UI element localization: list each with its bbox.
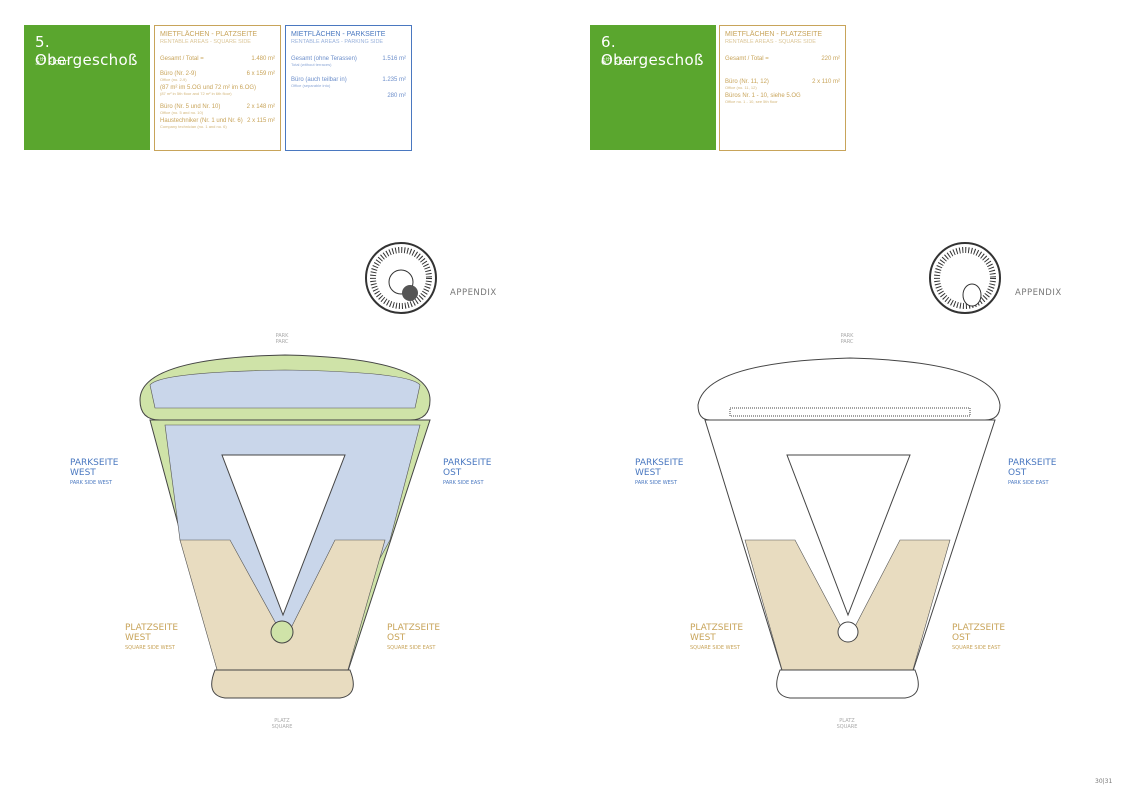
heading: MIETFLÄCHEN - PARKSEITE [291, 31, 386, 38]
floor-subtitle: 6th Floor [601, 57, 634, 67]
heading: MIETFLÄCHEN - PLATZSEITE [725, 31, 823, 38]
area-label-group: Gesamt (ohne Terassen)Total (without ter… [291, 56, 378, 67]
floor-title-panel-6: 6. Obergeschoß 6th Floor [590, 25, 716, 150]
area-label: Büro (Nr. 2-9) [160, 70, 197, 77]
area-label-en: Total (without terraces) [291, 61, 332, 67]
appendix-label: APPENDIX [1015, 288, 1062, 298]
square-side-areas-5: MIETFLÄCHEN - PLATZSEITE RENTABLE AREAS … [154, 25, 281, 151]
area-label-en: Office (no. 11, 12) [725, 84, 757, 90]
area-row: Gesamt (ohne Terassen)Total (without ter… [291, 56, 406, 67]
floor-plan-6 [697, 357, 1001, 699]
area-value: 280 m² [387, 92, 406, 99]
area-value: 2 x 115 m² [247, 118, 275, 125]
area-label-en: Office (no. 2-9) [160, 76, 187, 82]
area-label-en: (87 m² in 5th floor and 72 m² in 6th flo… [160, 91, 232, 97]
area-label-group: Gesamt / Total = [725, 56, 817, 63]
area-row: Büro (Nr. 5 und Nr. 10)Office (no. 5 and… [160, 104, 275, 115]
area-row: Gesamt / Total = 220 m² [725, 56, 840, 63]
floor-plan-5 [139, 354, 431, 699]
area-label-group: Büro (Nr. 5 und Nr. 10)Office (no. 5 and… [160, 104, 243, 115]
parking-side-areas-5: MIETFLÄCHEN - PARKSEITE RENTABLE AREAS -… [285, 25, 412, 151]
area-label: Büro (Nr. 11, 12) [725, 78, 769, 85]
area-row: Büro (auch teilbar in)Office (separable … [291, 77, 406, 88]
subheading: RENTABLE AREAS - PARKING SIDE [291, 39, 384, 45]
area-row: 280 m² [291, 93, 406, 100]
floor-title: 5. Obergeschoß [35, 33, 138, 69]
appendix-label: APPENDIX [450, 288, 497, 298]
appendix-stair-6 [929, 242, 1001, 314]
area-label-group: Büro (Nr. 2-9)Office (no. 2-9) [160, 71, 243, 82]
subheading: RENTABLE AREAS - SQUARE SIDE [160, 39, 251, 45]
area-value: 1.235 m² [382, 77, 406, 84]
area-label-en: Company technician (no. 1 and no. 6) [160, 124, 227, 130]
appendix-stair-5 [365, 242, 437, 314]
area-label: Gesamt / Total = [725, 56, 769, 62]
area-rows: Gesamt (ohne Terassen)Total (without ter… [291, 56, 406, 100]
area-value: 2 x 110 m² [812, 78, 840, 85]
area-label: Gesamt / Total = [160, 56, 204, 62]
area-label: Gesamt (ohne Terassen) [291, 56, 357, 62]
floor-title-panel-5: 5. Obergeschoß 5th Floor [24, 25, 150, 150]
area-value: 6 x 159 m² [246, 70, 275, 77]
area-label-en: Office no. 1 - 10, see 5th floor [725, 99, 778, 105]
page-number: 30|31 [1095, 778, 1113, 785]
area-label-group: Gesamt / Total = [160, 56, 247, 63]
subheading: RENTABLE AREAS - SQUARE SIDE [725, 39, 816, 45]
area-label-en: Office (separable into) [291, 83, 331, 89]
heading: MIETFLÄCHEN - PLATZSEITE [160, 31, 258, 38]
area-label-group: Haustechniker (Nr. 1 und Nr. 6)Company t… [160, 118, 243, 129]
area-label-group: Büro (Nr. 11, 12)Office (no. 11, 12) [725, 79, 808, 90]
area-label-en: Office (no. 5 and no. 10) [160, 109, 204, 115]
area-label: Büro (Nr. 5 und Nr. 10) [160, 103, 221, 110]
square-side-areas-6: MIETFLÄCHEN - PLATZSEITE RENTABLE AREAS … [719, 25, 846, 151]
area-value: 2 x 148 m² [246, 103, 275, 110]
area-label: Büro (auch teilbar in) [291, 77, 347, 84]
area-value: 1.480 m² [251, 56, 275, 62]
area-row: Haustechniker (Nr. 1 und Nr. 6)Company t… [160, 118, 275, 129]
area-row: Gesamt / Total = 1.480 m² [160, 56, 275, 63]
floor-subtitle: 5th Floor [35, 57, 68, 67]
area-row: Büro (Nr. 2-9)Office (no. 2-9)6 x 159 m² [160, 71, 275, 82]
area-label: (87 m² im 5.OG und 72 m² im 6.OG) [160, 85, 257, 92]
area-label: Haustechniker (Nr. 1 und Nr. 6) [160, 118, 243, 125]
area-label: Büros Nr. 1 - 10, siehe 5.OG [725, 93, 801, 100]
area-value: 1.516 m² [382, 56, 406, 62]
area-row: Büro (Nr. 11, 12)Office (no. 11, 12) 2 x … [725, 79, 840, 90]
area-label-group: (87 m² im 5.OG und 72 m² im 6.OG)(87 m² … [160, 85, 271, 96]
floor-title: 6. Obergeschoß [601, 33, 704, 69]
area-label-group: Büro (auch teilbar in)Office (separable … [291, 77, 378, 88]
area-row: (87 m² im 5.OG und 72 m² im 6.OG)(87 m² … [160, 85, 275, 96]
area-value: 220 m² [821, 56, 840, 62]
